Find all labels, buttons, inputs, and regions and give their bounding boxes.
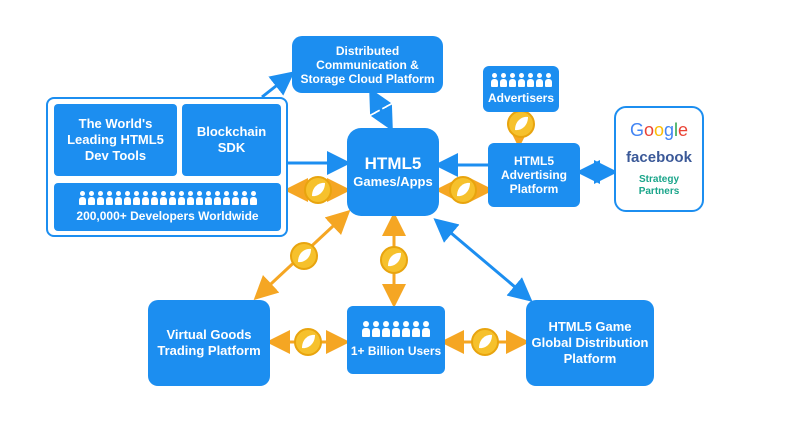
person-icon <box>362 321 370 337</box>
advertisers-label: Advertisers <box>487 90 555 105</box>
virtual-goods-line: Virtual Goods <box>166 327 252 342</box>
arrow-frame-to-cloud <box>261 71 295 99</box>
person-icon <box>123 190 131 205</box>
users-node: 1+ Billion Users <box>347 306 445 374</box>
sdk-line: Blockchain <box>196 124 267 139</box>
partners-line: Partners <box>638 186 680 197</box>
person-icon <box>105 190 113 205</box>
person-icon <box>412 321 420 337</box>
sdk-line: SDK <box>217 140 246 155</box>
leaf-coin-icon <box>304 176 332 204</box>
person-icon <box>249 190 257 205</box>
cloud-line: Storage Cloud Platform <box>300 71 435 86</box>
person-icon <box>168 190 176 205</box>
google-letter: g <box>664 120 675 140</box>
person-icon <box>186 190 194 205</box>
center-title: HTML5 <box>364 154 422 173</box>
google-letter: l <box>674 120 679 140</box>
person-icon <box>195 190 203 205</box>
virtual-goods-node: Virtual Goods Trading Platform <box>148 300 270 386</box>
developers-label: 200,000+ Developers Worldwide <box>76 208 259 223</box>
person-icon <box>150 190 158 205</box>
leaf-coin-icon <box>449 176 477 204</box>
person-icon <box>490 72 498 87</box>
person-icon <box>132 190 140 205</box>
ad-platform-line: HTML5 <box>514 154 554 168</box>
person-icon <box>213 190 221 205</box>
html5-games-center-node: HTML5 Games/Apps <box>347 128 439 216</box>
arrow-cloud-center <box>369 87 393 132</box>
arrow-center-distribution <box>433 218 533 302</box>
person-icon <box>499 72 507 87</box>
google-letter: o <box>653 120 664 140</box>
person-icon <box>87 190 95 205</box>
person-icon <box>517 72 525 87</box>
person-icon <box>544 72 552 87</box>
person-icon <box>526 72 534 87</box>
users-label: 1+ Billion Users <box>350 344 442 358</box>
leaf-coin-icon <box>507 110 535 138</box>
person-icon <box>78 190 86 205</box>
person-icon <box>204 190 212 205</box>
person-icon <box>222 190 230 205</box>
person-icon <box>382 321 390 337</box>
ad-platform-line: Platform <box>509 182 559 196</box>
person-icon <box>402 321 410 337</box>
virtual-goods-line: Trading Platform <box>157 343 261 358</box>
advertisers-node: Advertisers <box>483 66 559 112</box>
leaf-coin-icon <box>290 242 318 270</box>
dev-tools-node: The World's Leading HTML5 Dev Tools <box>54 104 177 176</box>
person-icon <box>508 72 516 87</box>
google-letter: G <box>629 120 644 140</box>
facebook-logo: facebook <box>626 149 692 166</box>
leaf-coin-icon <box>471 328 499 356</box>
blockchain-sdk-node: Blockchain SDK <box>182 104 281 176</box>
advertisers-people-row <box>490 72 552 87</box>
distribution-line: HTML5 Game <box>548 319 632 334</box>
advertising-platform-node: HTML5 Advertising Platform <box>488 143 580 207</box>
person-icon <box>240 190 248 205</box>
google-logo: Google <box>630 120 688 141</box>
distribution-line: Global Distribution <box>531 335 649 350</box>
person-icon <box>422 321 430 337</box>
dev-tools-line: Dev Tools <box>84 148 147 163</box>
person-icon <box>372 321 380 337</box>
cloud-platform-node: Distributed Communication & Storage Clou… <box>292 36 443 93</box>
person-icon <box>535 72 543 87</box>
person-icon <box>114 190 122 205</box>
partners-line: Strategy <box>638 174 679 185</box>
strategy-partners-node: Google facebook Strategy Partners <box>614 106 704 212</box>
ad-platform-line: Advertising <box>500 168 567 182</box>
person-icon <box>177 190 185 205</box>
person-icon <box>96 190 104 205</box>
google-letter: o <box>643 120 654 140</box>
developers-node: 200,000+ Developers Worldwide <box>54 183 281 231</box>
leaf-coin-icon <box>380 246 408 274</box>
developers-people-row <box>78 190 257 205</box>
leaf-coin-icon <box>294 328 322 356</box>
person-icon <box>392 321 400 337</box>
cloud-line: Distributed <box>335 43 400 58</box>
person-icon <box>231 190 239 205</box>
dev-tools-line: The World's <box>78 116 153 131</box>
distribution-platform-node: HTML5 Game Global Distribution Platform <box>526 300 654 386</box>
person-icon <box>141 190 149 205</box>
cloud-line: Communication & <box>316 57 419 72</box>
distribution-line: Platform <box>563 351 617 366</box>
google-letter: e <box>678 120 689 140</box>
users-people-row <box>362 321 430 337</box>
strategy-partners-label: Strategy Partners <box>639 174 680 198</box>
person-icon <box>159 190 167 205</box>
dev-tools-line: Leading HTML5 <box>67 132 164 147</box>
center-subtitle: Games/Apps <box>353 174 433 189</box>
